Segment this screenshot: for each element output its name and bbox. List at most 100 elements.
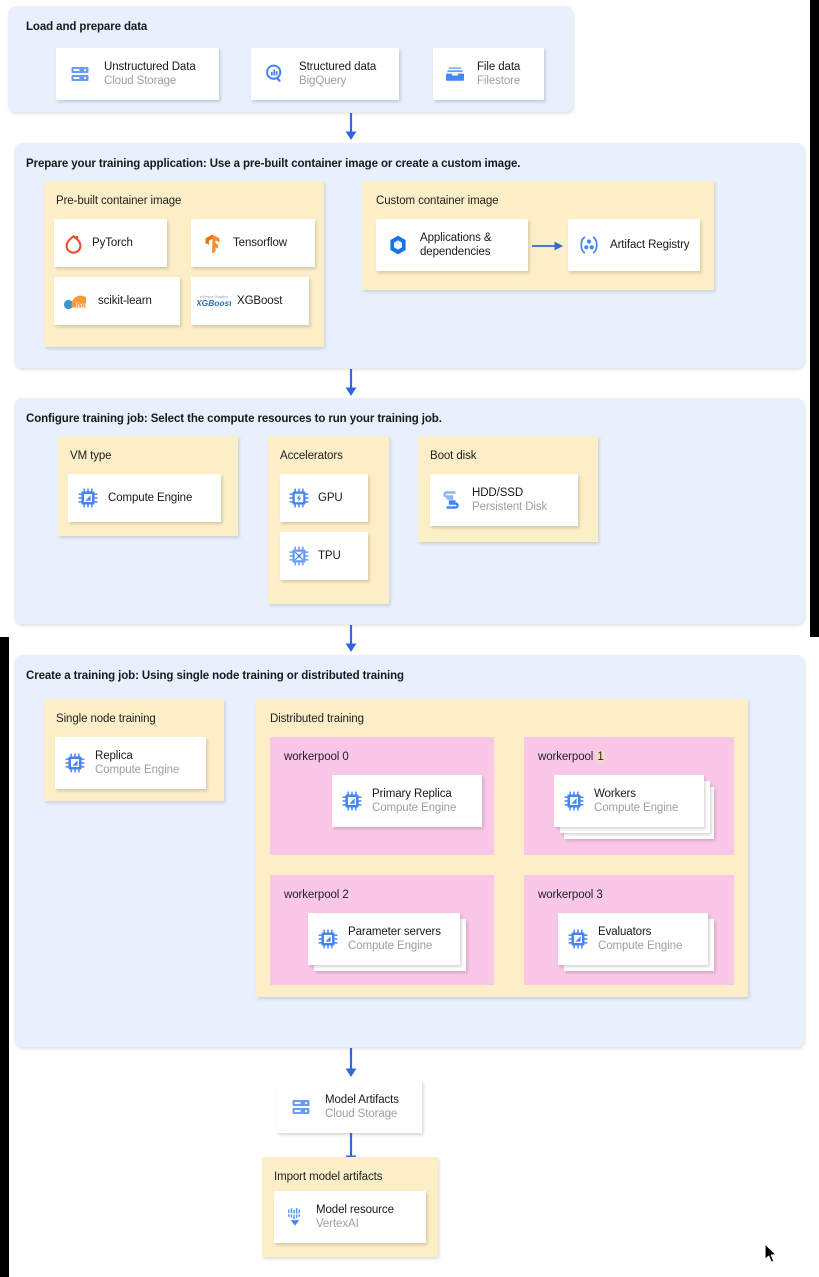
workerpool-2: workerpool 2	[270, 875, 494, 985]
card-title: Compute Engine	[108, 491, 193, 504]
card-title: Replica	[95, 749, 133, 762]
scikit-learn-icon: learn	[54, 291, 98, 311]
workerpool-label-index: 0	[342, 751, 349, 763]
card-evaluators[interactable]: Evaluators Compute Engine	[558, 913, 708, 965]
card-primary-replica[interactable]: Primary Replica Compute Engine	[332, 775, 482, 827]
card-pytorch[interactable]: PyTorch	[54, 219, 167, 267]
card-title: GPU	[318, 491, 343, 504]
card-parameter-servers[interactable]: Parameter servers Compute Engine	[308, 913, 460, 965]
card-title: Artifact Registry	[610, 238, 690, 251]
card-subtitle: BigQuery	[299, 74, 347, 87]
card-subtitle: Compute Engine	[348, 939, 433, 952]
card-title: PyTorch	[92, 236, 133, 249]
card-applications-and-dependencies[interactable]: Applications & dependencies	[376, 219, 528, 271]
cpu-chip-icon	[332, 789, 372, 813]
cpu-chip-icon	[554, 789, 594, 813]
stage-title-create: Create a training job: Using single node…	[26, 670, 404, 682]
card-title: File data	[477, 60, 521, 73]
bigquery-icon	[251, 62, 299, 86]
card-artifact-registry[interactable]: Artifact Registry	[568, 219, 700, 271]
workerpool-0: workerpool 0	[270, 737, 494, 855]
workerpool-label-index: 1	[596, 751, 605, 763]
card-file-data[interactable]: File data Filestore	[433, 48, 544, 100]
card-subtitle: Compute Engine	[95, 763, 180, 776]
workerpool-label: workerpool 3	[538, 889, 603, 901]
group-custom-container-image: Custom container image Applications & de…	[362, 181, 714, 290]
workerpool-label-prefix: workerpool	[284, 889, 340, 901]
card-xgboost[interactable]: eXtreme Gradient XGBoost XGBoost	[191, 277, 309, 325]
card-compute-engine-vm[interactable]: Compute Engine	[68, 474, 221, 522]
card-title: Model resource	[316, 1203, 394, 1216]
svg-text:learn: learn	[76, 300, 92, 309]
group-label: Pre-built container image	[56, 195, 182, 207]
workerpool-label: workerpool 0	[284, 751, 349, 763]
pytorch-icon	[54, 232, 92, 255]
flow-arrow-applications-to-registry	[532, 239, 564, 257]
workerpool-label-prefix: workerpool	[538, 889, 594, 901]
gpu-chip-icon	[280, 486, 318, 510]
cpu-chip-icon	[55, 751, 95, 775]
svg-text:eXtreme Gradient: eXtreme Gradient	[200, 295, 228, 299]
card-subtitle: Compute Engine	[372, 801, 457, 814]
cloud-storage-icon	[56, 62, 104, 86]
xgboost-icon: eXtreme Gradient XGBoost	[191, 290, 237, 312]
group-label: Distributed training	[270, 713, 364, 725]
card-subtitle: Cloud Storage	[325, 1107, 398, 1120]
tensorflow-icon	[191, 232, 233, 255]
card-title: Applications &	[420, 232, 492, 244]
card-subtitle: VertexAI	[316, 1217, 359, 1230]
group-distributed-training: Distributed training workerpool 0	[256, 699, 748, 997]
workerpool-label: workerpool 2	[284, 889, 349, 901]
card-tpu[interactable]: TPU	[280, 532, 368, 580]
card-scikit-learn[interactable]: learn scikit-learn	[54, 277, 180, 325]
card-title: Tensorflow	[233, 236, 287, 249]
card-model-artifacts[interactable]: Model Artifacts Cloud Storage	[277, 1081, 422, 1133]
group-label: Custom container image	[376, 195, 499, 207]
card-title: Primary Replica	[372, 787, 452, 800]
card-title: Unstructured Data	[104, 60, 196, 73]
container-cube-icon	[376, 233, 420, 257]
artifact-registry-icon	[568, 233, 610, 257]
workerpool-label-prefix: workerpool	[284, 751, 340, 763]
cpu-chip-icon	[308, 927, 348, 951]
card-title: Parameter servers	[348, 925, 441, 938]
svg-text:XGBoost: XGBoost	[197, 298, 231, 308]
group-accelerators: Accelerators	[268, 436, 389, 604]
persistent-disk-icon	[430, 488, 472, 512]
card-title: Evaluators	[598, 925, 652, 938]
card-subtitle: Filestore	[477, 74, 521, 87]
group-vm-type: VM type C	[58, 436, 238, 536]
vertex-ai-icon	[274, 1205, 316, 1229]
cpu-chip-icon	[68, 486, 108, 510]
card-workers[interactable]: Workers Compute Engine	[554, 775, 704, 827]
cpu-chip-icon	[558, 927, 598, 951]
screen-edge-bar-left	[0, 637, 9, 1277]
card-tensorflow[interactable]: Tensorflow	[191, 219, 315, 267]
stage-panel-prepare-training-application: Prepare your training application: Use a…	[14, 143, 804, 368]
card-title: Model Artifacts	[325, 1093, 399, 1106]
card-subtitle: Compute Engine	[594, 801, 679, 814]
group-import-model-artifacts: Import model artifacts	[262, 1157, 438, 1257]
filestore-icon	[433, 62, 477, 86]
mouse-cursor	[764, 1243, 780, 1270]
stage-title-configure: Configure training job: Select the compu…	[26, 413, 442, 425]
card-title: HDD/SSD	[472, 486, 524, 499]
flow-arrow-4	[340, 1048, 362, 1083]
card-title: scikit-learn	[98, 294, 152, 307]
card-title: TPU	[318, 549, 341, 562]
card-gpu[interactable]: GPU	[280, 474, 368, 522]
workerpool-label-index: 3	[596, 889, 603, 901]
workerpool-1: workerpool 1	[524, 737, 734, 855]
group-label: Boot disk	[430, 450, 477, 462]
flow-arrow-3	[340, 625, 362, 658]
card-structured-data[interactable]: Structured data BigQuery	[251, 48, 399, 100]
card-unstructured-data[interactable]: Unstructured Data Cloud Storage	[56, 48, 219, 100]
card-model-resource[interactable]: Model resource VertexAI	[274, 1191, 426, 1243]
card-hdd-ssd[interactable]: HDD/SSD Persistent Disk	[430, 474, 578, 526]
stage-title-prepare: Prepare your training application: Use a…	[26, 158, 521, 170]
card-replica[interactable]: Replica Compute Engine	[55, 737, 206, 789]
workerpool-label: workerpool 1	[538, 751, 605, 763]
flow-arrow-1	[340, 113, 362, 146]
stage-panel-configure-training-job: Configure training job: Select the compu…	[14, 398, 804, 624]
group-pre-built-container-image: Pre-built container image PyTorch	[44, 181, 324, 347]
